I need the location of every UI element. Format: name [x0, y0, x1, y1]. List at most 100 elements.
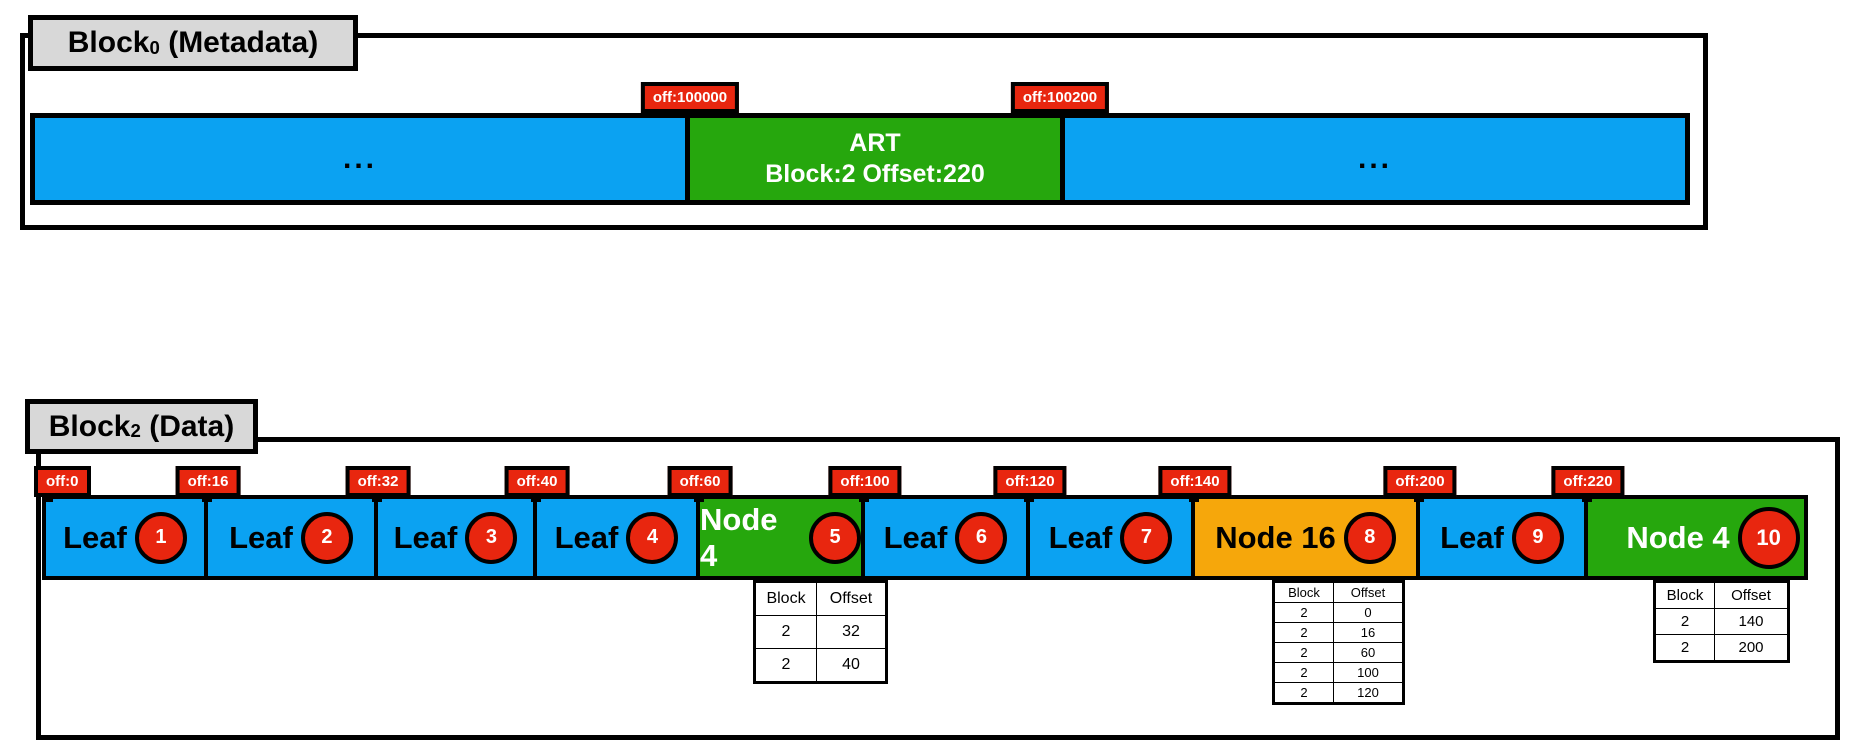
table-cell: 2	[1273, 602, 1334, 623]
table-header-cell: Offset	[1333, 581, 1404, 603]
table-header-cell: Block	[1654, 581, 1715, 609]
art-region: off:100000 off:100200 ART Block:2 Offset…	[640, 82, 1110, 200]
segment-leaf-3: off:32 Leaf 3	[345, 466, 537, 580]
table-header-row: Block Offset	[1654, 581, 1789, 609]
segment-number-badge: 5	[809, 511, 861, 564]
table-row: 2 60	[1273, 642, 1404, 663]
segment-number-badge: 3	[465, 511, 518, 564]
table-cell: 2	[1654, 608, 1715, 635]
segment-number-badge: 7	[1120, 511, 1173, 564]
table-header-row: Block Offset	[1273, 581, 1404, 603]
offset-label-200: off:200	[1383, 466, 1457, 497]
table-row: 2 40	[754, 648, 887, 683]
segment-leaf-7: off:120 Leaf 7	[993, 466, 1195, 580]
offset-label-100: off:100	[828, 466, 902, 497]
segment-number-badge: 1	[134, 511, 187, 564]
offset-label-40: off:40	[504, 466, 570, 497]
node4-5-pointer-table: Block Offset 2 32 2 40	[753, 580, 888, 684]
segment-label: Leaf	[883, 519, 948, 555]
table-row: 2 32	[754, 615, 887, 649]
block0-label-suffix: (Metadata)	[168, 26, 319, 59]
block2-label-suffix: (Data)	[149, 409, 235, 443]
table-cell: 140	[1714, 608, 1789, 635]
offset-label-120: off:120	[993, 466, 1067, 497]
table-cell: 0	[1333, 602, 1404, 623]
table-cell: 32	[816, 615, 887, 649]
table-cell: 16	[1333, 622, 1404, 643]
table-header-cell: Offset	[816, 581, 887, 616]
metadata-region-left: ...	[35, 118, 685, 200]
table-cell: 120	[1333, 682, 1404, 704]
block2-segment-row: off:0 Leaf 1 off:16 Leaf 2 off:32 Leaf 3…	[34, 466, 1808, 580]
table-cell: 200	[1714, 634, 1789, 662]
table-header-cell: Block	[754, 581, 817, 616]
segment-label: Node 4	[1626, 519, 1730, 555]
block0-container	[20, 33, 1708, 230]
block0-label-subscript: 0	[149, 36, 160, 58]
segment-number-badge: 9	[1511, 511, 1564, 564]
table-cell: 2	[754, 615, 817, 649]
table-cell: 40	[816, 648, 887, 683]
offset-label-100000: off:100000	[640, 82, 740, 113]
offset-label-0: off:0	[34, 466, 91, 497]
table-row: 2 16	[1273, 622, 1404, 643]
segment-label: Leaf	[63, 519, 127, 555]
ellipsis-right: ...	[1357, 142, 1392, 175]
offset-label-16: off:16	[175, 466, 241, 497]
metadata-region-right: ...	[1065, 118, 1685, 200]
table-cell: 2	[1654, 634, 1715, 662]
table-row: 2 140	[1654, 608, 1789, 635]
segment-label: Node 16	[1215, 519, 1336, 555]
segment-label: Leaf	[229, 519, 293, 555]
segment-node4-10: off:220 Node 4 10	[1551, 466, 1808, 580]
segment-number-badge: 2	[300, 511, 353, 564]
block0-label-prefix: Block	[67, 26, 150, 59]
block2-label-prefix: Block	[48, 409, 131, 443]
segment-leaf-4: off:40 Leaf 4	[504, 466, 700, 580]
segment-number-badge: 6	[955, 511, 1008, 564]
offset-label-100200: off:100200	[1010, 82, 1110, 113]
table-row: 2 0	[1273, 602, 1404, 623]
node16-8-pointer-table: Block Offset 2 0 2 16 2 60 2 100 2 120	[1272, 580, 1405, 705]
table-cell: 2	[1273, 622, 1334, 643]
segment-node16-8: off:140 Node 16 8	[1158, 466, 1420, 580]
offset-label-32: off:32	[345, 466, 411, 497]
block2-container	[36, 437, 1840, 740]
block0-bar: ... off:100000 off:100200 ART Block:2 Of…	[30, 82, 1690, 205]
ellipsis-left: ...	[342, 142, 377, 175]
art-pointer: Block:2 Offset:220	[765, 160, 985, 188]
table-row: 2 120	[1273, 682, 1404, 704]
block2-label-subscript: 2	[130, 420, 141, 442]
segment-label: Leaf	[554, 519, 619, 555]
table-header-cell: Offset	[1714, 581, 1789, 609]
segment-leaf-9: off:200 Leaf 9	[1383, 466, 1588, 580]
segment-label: Leaf	[393, 519, 458, 555]
segment-leaf-6: off:100 Leaf 6	[828, 466, 1030, 580]
table-cell: 2	[754, 648, 817, 683]
table-header-row: Block Offset	[754, 581, 887, 616]
offset-label-60: off:60	[667, 466, 733, 497]
table-cell: 2	[1273, 682, 1334, 704]
segment-number-badge: 8	[1343, 511, 1396, 564]
segment-label: Leaf	[1048, 519, 1113, 555]
table-cell: 100	[1333, 662, 1404, 683]
table-cell: 2	[1273, 642, 1334, 663]
node4-10-pointer-table: Block Offset 2 140 2 200	[1653, 580, 1790, 663]
offset-label-140: off:140	[1158, 466, 1232, 497]
table-cell: 2	[1273, 662, 1334, 683]
segment-label: Node 4	[700, 501, 778, 573]
table-cell: 60	[1333, 642, 1404, 663]
art-title: ART	[849, 129, 901, 157]
offset-label-220: off:220	[1551, 466, 1625, 497]
table-header-cell: Block	[1273, 581, 1334, 603]
segment-label: Leaf	[1440, 519, 1504, 555]
segment-node4-5: off:60 Node 4 5	[667, 466, 865, 580]
segment-number-badge: 10	[1737, 506, 1800, 569]
segment-leaf-1: off:0 Leaf 1	[34, 466, 208, 580]
table-row: 2 100	[1273, 662, 1404, 683]
table-row: 2 200	[1654, 634, 1789, 662]
segment-leaf-2: off:16 Leaf 2	[175, 466, 378, 580]
